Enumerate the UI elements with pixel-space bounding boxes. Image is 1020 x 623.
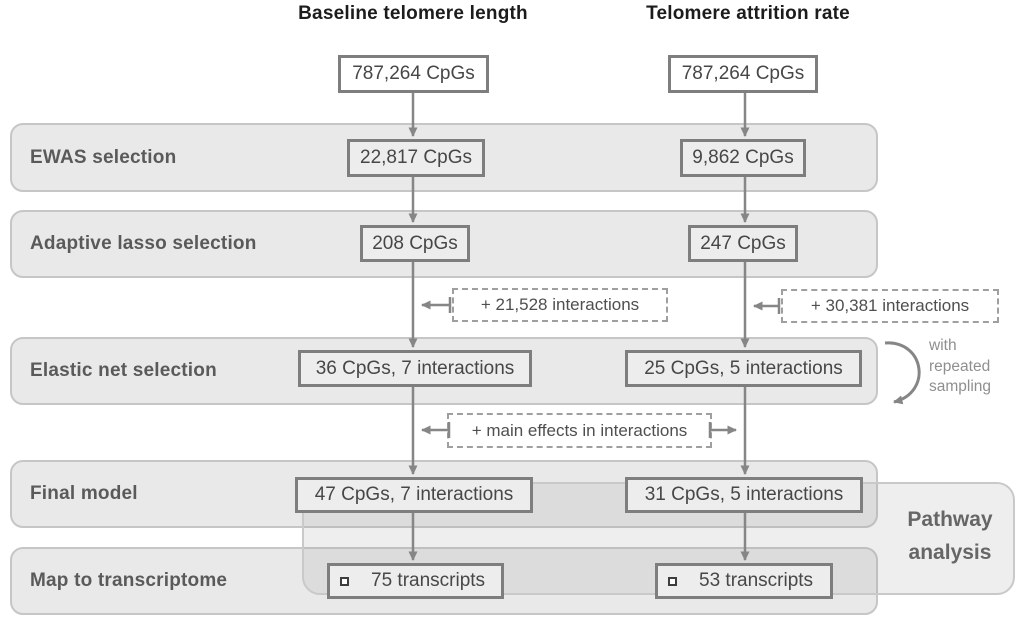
node-ewas-attrition: 9,862 CpGs xyxy=(680,139,806,177)
stage-label-transcriptome: Map to transcriptome xyxy=(30,570,228,591)
node-transcripts-baseline-label: 75 transcripts xyxy=(371,570,486,591)
node-elastic-attrition: 25 CpGs, 5 interactions xyxy=(625,350,862,387)
stage-label-ewas: EWAS selection xyxy=(30,146,177,168)
repeated-sampling-loop-arrow xyxy=(884,341,921,405)
node-transcripts-baseline: 75 transcripts xyxy=(327,563,504,599)
pathway-analysis-label: Pathway analysis xyxy=(907,508,993,564)
node-start-attrition: 787,264 CpGs xyxy=(668,55,818,93)
node-lasso-attrition: 247 CpGs xyxy=(688,225,798,262)
dashed-box-main-effects: + main effects in interactions xyxy=(447,413,712,448)
node-lasso-baseline: 208 CpGs xyxy=(360,225,470,262)
stage-label-elastic: Elastic net selection xyxy=(30,360,217,381)
column-title-baseline: Baseline telomere length xyxy=(298,3,528,24)
node-final-baseline: 47 CpGs, 7 interactions xyxy=(295,477,533,513)
column-title-attrition: Telomere attrition rate xyxy=(646,3,850,24)
transcript-bullet-icon xyxy=(340,576,349,586)
node-transcripts-attrition-label: 53 transcripts xyxy=(699,570,814,591)
dashed-box-interactions-baseline: + 21,528 interactions xyxy=(452,288,668,322)
transcript-bullet-icon xyxy=(668,576,677,586)
repeated-sampling-note: with repeated sampling xyxy=(929,337,992,396)
node-final-attrition: 31 CpGs, 5 interactions xyxy=(625,477,863,513)
node-elastic-baseline: 36 CpGs, 7 interactions xyxy=(298,350,532,387)
node-start-baseline: 787,264 CpGs xyxy=(338,55,489,93)
stage-label-lasso: Adaptive lasso selection xyxy=(30,233,257,254)
node-transcripts-attrition: 53 transcripts xyxy=(655,563,833,599)
node-ewas-baseline: 22,817 CpGs xyxy=(347,139,485,177)
stage-label-final: Final model xyxy=(30,483,138,504)
dashed-box-interactions-attrition: + 30,381 interactions xyxy=(781,289,999,323)
